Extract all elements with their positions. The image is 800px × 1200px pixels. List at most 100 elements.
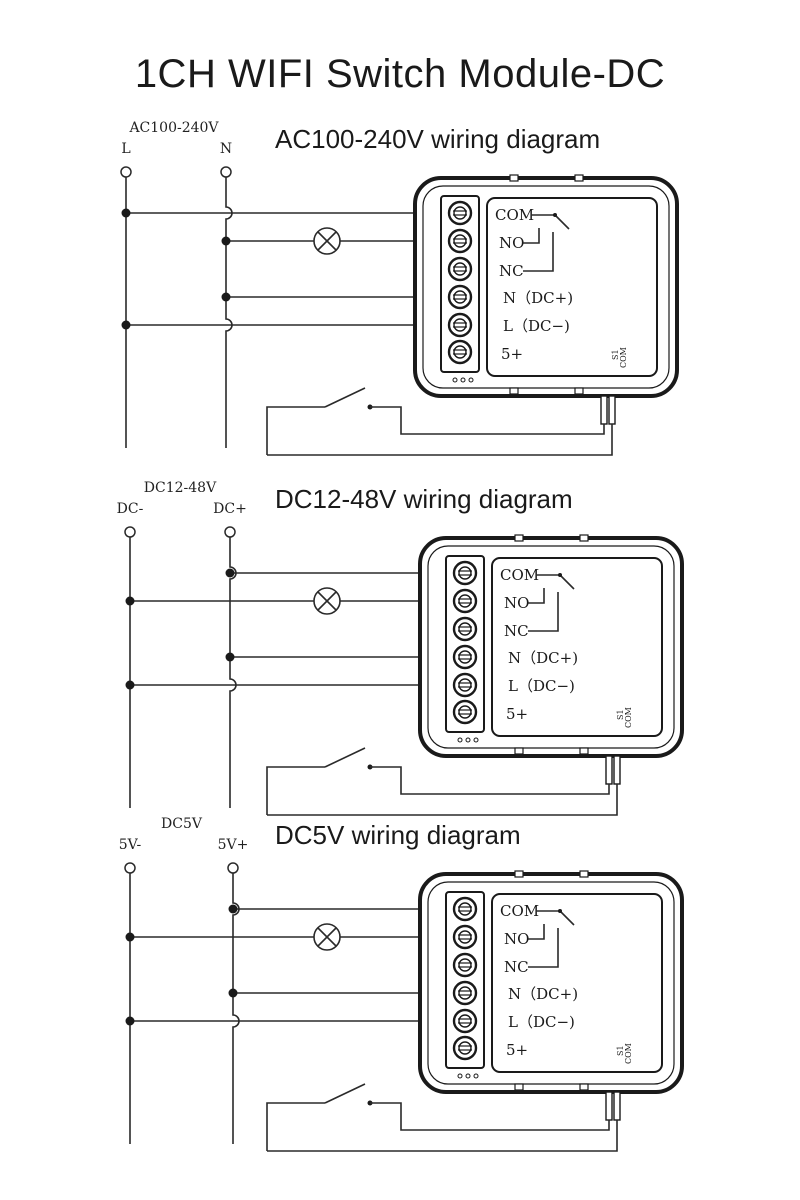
terminal-screw-inner (453, 318, 467, 332)
module-inner-outline (422, 185, 670, 389)
status-led (473, 737, 479, 743)
switch-pin-com (613, 755, 621, 785)
status-led (460, 377, 466, 383)
supply-voltage-label: DC12-48V (144, 480, 217, 496)
terminal-screw (452, 1035, 478, 1061)
status-led (452, 377, 458, 383)
terminal-screw-inner (453, 290, 467, 304)
label-l: L（DC−) (508, 1013, 575, 1031)
label-l: L（DC−) (508, 677, 575, 695)
right-pole-label: N (220, 141, 232, 157)
terminal-screw-inner (453, 234, 467, 248)
label-no: NO (499, 234, 524, 252)
switch-wire-left (266, 766, 325, 815)
status-led (468, 377, 474, 383)
switch-wire-s1 (370, 766, 610, 795)
terminal-screw (452, 896, 478, 922)
label-n: N（DC+) (508, 985, 578, 1003)
label-nc: NC (504, 958, 529, 976)
switch-lever (324, 387, 366, 408)
module-clip (574, 174, 584, 182)
main-title: 1CH WIFI Switch Module-DC (134, 52, 666, 96)
terminal-screw (452, 924, 478, 950)
external-switch-loop (266, 1083, 618, 1152)
right-supply-terminal (220, 166, 232, 178)
module-clip (509, 387, 519, 395)
status-led (457, 1073, 463, 1079)
terminal-screw-inner (458, 650, 472, 664)
module-clip (579, 534, 589, 542)
terminal-screw (447, 284, 473, 310)
junction-dot (125, 932, 135, 942)
terminal-screw-inner (458, 678, 472, 692)
external-switch-loop (266, 387, 613, 456)
module-clip (514, 1083, 524, 1091)
terminal-screw (452, 560, 478, 586)
right-supply-terminal (227, 862, 239, 874)
switch-wire-com (267, 424, 613, 456)
module-clip (514, 534, 524, 542)
switch-wire-left (266, 406, 325, 455)
status-led (465, 1073, 471, 1079)
junction-dot (125, 596, 135, 606)
terminal-screw-inner (458, 566, 472, 580)
terminal-screw (452, 952, 478, 978)
terminal-screw-inner (453, 262, 467, 276)
right-pole-label: 5V+ (218, 837, 249, 853)
right-rail-wire (229, 537, 237, 808)
switch-wire-left (266, 1102, 325, 1151)
junction-dot (228, 904, 238, 914)
module-clip (579, 1083, 589, 1091)
terminal-screw (447, 228, 473, 254)
junction-dot (121, 208, 131, 218)
terminal-screw-inner (453, 345, 467, 359)
terminal-screw-inner (458, 958, 472, 972)
label-com: COM (500, 566, 539, 584)
terminal-screw-inner (458, 1014, 472, 1028)
module-clip (579, 747, 589, 755)
switch-pin-com (613, 1091, 621, 1121)
label-no: NO (504, 594, 529, 612)
label-5v: 5+ (501, 345, 523, 363)
terminal-screw-inner (458, 1041, 472, 1055)
label-s1: S1 (616, 709, 625, 720)
junction-dot (125, 1016, 135, 1026)
label-s1-com: COM (624, 1043, 633, 1064)
label-s1: S1 (616, 1045, 625, 1056)
label-5v: 5+ (506, 1041, 528, 1059)
terminal-screw (452, 1008, 478, 1034)
junction-dot (225, 568, 235, 578)
module-inner-outline (427, 881, 675, 1085)
terminal-screw (452, 699, 478, 725)
relay-contact-symbol (528, 573, 575, 632)
terminal-screw (452, 672, 478, 698)
junction-dot (228, 988, 238, 998)
switch-wire-s1 (370, 406, 605, 435)
switch-lever (324, 747, 366, 768)
module-clip (579, 870, 589, 878)
junction-dot (221, 236, 231, 246)
junction-dot (221, 292, 231, 302)
label-s1: S1 (611, 349, 620, 360)
terminal-screw-inner (458, 705, 472, 719)
wiring-section-3: DC5V wiring diagramDC5V5V-5V+COMNONCN（DC… (119, 816, 684, 1152)
terminal-screw-inner (458, 930, 472, 944)
terminal-screw-inner (458, 902, 472, 916)
external-switch-loop (266, 747, 618, 816)
terminal-screw-inner (458, 594, 472, 608)
label-com: COM (495, 206, 534, 224)
switch-wire-s1 (370, 1102, 610, 1131)
terminal-screw (452, 980, 478, 1006)
right-rail-wire (225, 177, 233, 448)
lamp-symbol (313, 923, 341, 951)
switch-pin-com (608, 395, 616, 425)
module-clip (514, 870, 524, 878)
module-clip (509, 174, 519, 182)
status-led (465, 737, 471, 743)
supply-voltage-label: DC5V (161, 816, 203, 832)
